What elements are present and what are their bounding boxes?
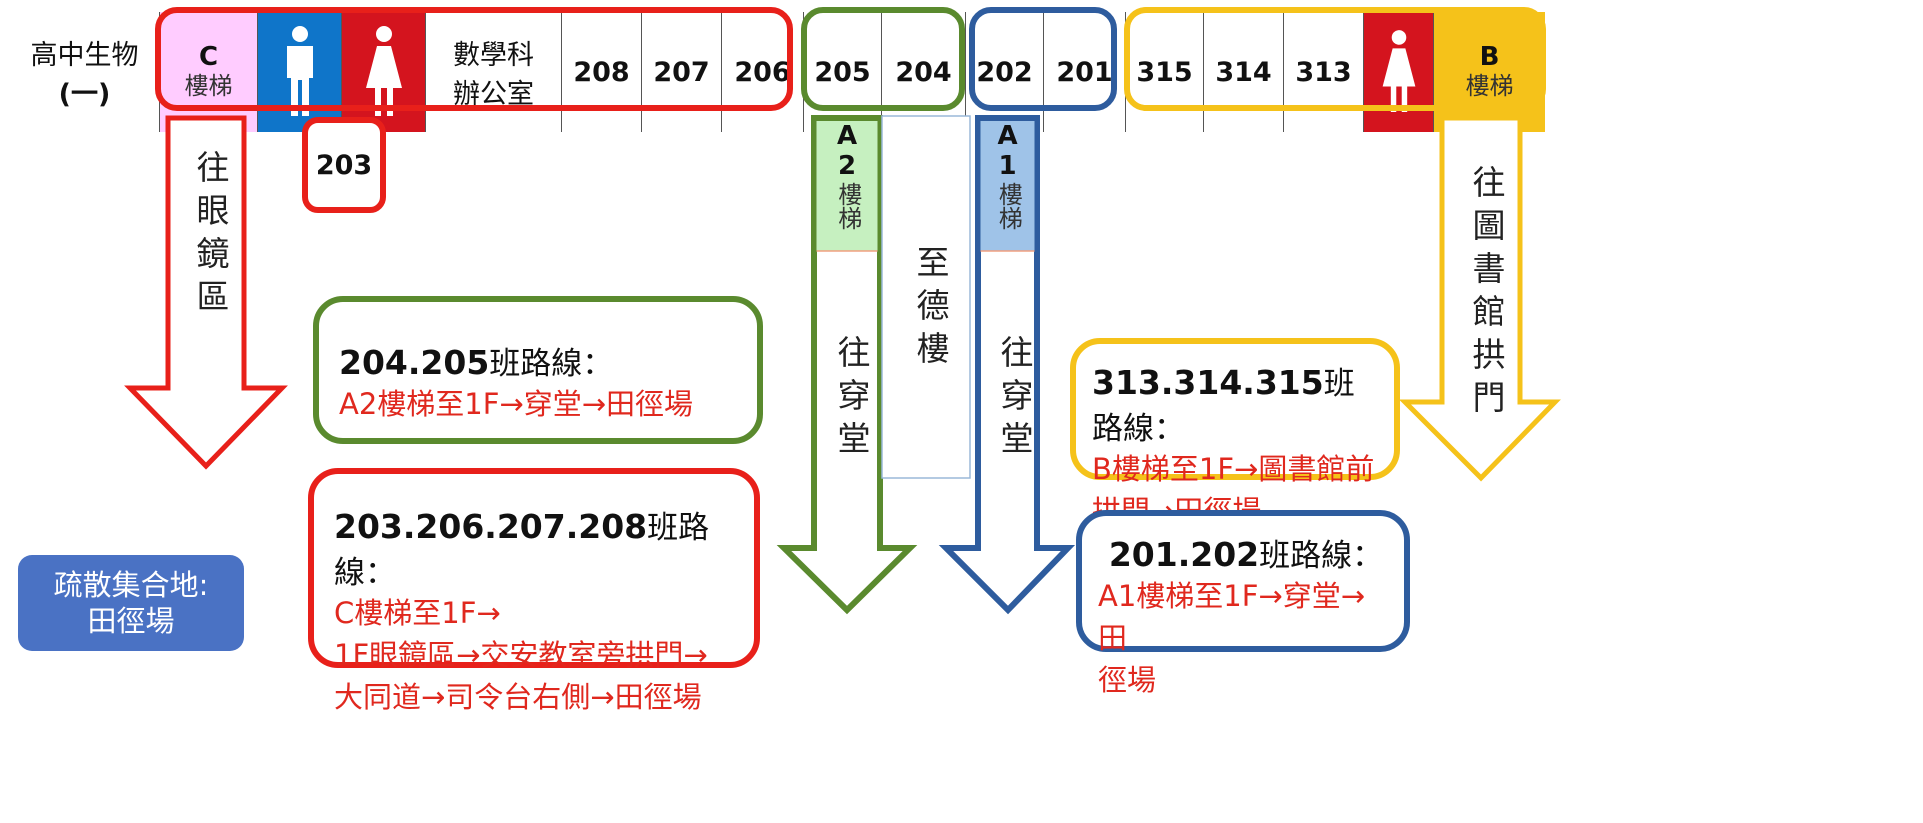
route-201-rooms: 201.202 [1108, 535, 1260, 574]
room-314-label: 314 [1215, 56, 1272, 88]
a2-stair-num: 2 [837, 150, 857, 181]
male-restroom-icon [286, 26, 313, 116]
biology-room: 高中生物 (一) [10, 12, 160, 132]
b-stair-text: 樓梯 [1465, 72, 1514, 101]
route-204-205-heading: 204.205班路線： [339, 338, 739, 383]
female-restroom-icon [1382, 30, 1415, 112]
room-207: 207 [642, 12, 722, 132]
a2-stair-block [816, 121, 878, 251]
glasses-arrow [124, 115, 288, 470]
a2-hall-text: 往穿堂 [832, 335, 871, 464]
b-group-outline [1124, 7, 1546, 111]
a1-hall-text: 往穿堂 [995, 335, 1034, 464]
room-202-label: 202 [976, 56, 1033, 88]
route-201-line1: A1樓梯至1F→穿堂→田 [1098, 579, 1366, 656]
room-205-label: 205 [814, 56, 871, 88]
route-203-heading: 203.206.207.208班路線： [334, 502, 740, 592]
room-204-label: 204 [895, 56, 952, 88]
route-204-205-line1: A2樓梯至1F→穿堂→田徑場 [339, 387, 694, 421]
c-group-outline [155, 7, 793, 111]
math-office-line2: 辦公室 [453, 79, 534, 110]
route-313-rooms: 313.314.315 [1092, 363, 1324, 402]
a1-stair-letter: A [997, 121, 1018, 151]
route-201-202: 201.202班路線： A1樓梯至1F→穿堂→田 徑場 [1076, 510, 1410, 697]
route-203-suffix: 班路線： [334, 510, 710, 591]
room-206-label: 206 [734, 56, 791, 88]
b-stair: B 樓梯 [1434, 12, 1545, 132]
female-restroom-icon [365, 26, 402, 116]
a1-stair-block [980, 121, 1035, 251]
room-204: 204 [882, 12, 966, 132]
library-arrow-text: 往圖書館拱門 [1467, 165, 1506, 423]
a1-stair-text: 樓梯 [994, 181, 1023, 230]
a2-stair-letter: A [836, 121, 858, 151]
room-208-label: 208 [573, 56, 630, 88]
a1-hall-arrow [938, 115, 1076, 615]
route-313-line1: B樓梯至1F→圖書館前 [1092, 452, 1375, 486]
room-205: 205 [804, 12, 882, 132]
a2-group-outline [801, 7, 965, 111]
room-313: 313 [1284, 12, 1364, 132]
room-313-label: 313 [1295, 56, 1352, 88]
route-204-205-suffix: 班路線： [489, 346, 614, 382]
route-313-heading: 313.314.315班路線： [1092, 358, 1384, 448]
route-201-suffix: 班路線： [1259, 538, 1384, 574]
library-arrow [1398, 115, 1561, 482]
c-stair-text: 樓梯 [184, 72, 233, 101]
zhide-text: 至德樓 [911, 245, 950, 374]
room-314: 314 [1204, 12, 1284, 132]
room-315: 315 [1126, 12, 1204, 132]
room-208: 208 [562, 12, 642, 132]
c-stair: C 樓梯 [160, 12, 258, 132]
restroom-female-b [1364, 12, 1434, 132]
a2-hall-arrow [776, 115, 918, 615]
route-203-line2: 1F眼鏡區→交安教室旁拱門→ [334, 638, 708, 673]
assembly-line1: 疏散集合地: [53, 567, 209, 602]
biology-room-line2: (一) [58, 79, 111, 110]
c-stair-letter: C [198, 42, 219, 73]
route-204-205-rooms: 204.205 [339, 343, 490, 382]
assembly-point: 疏散集合地: 田徑場 [18, 555, 244, 651]
room-203-box: 203 [302, 117, 386, 213]
route-204-205: 204.205班路線： A2樓梯至1F→穿堂→田徑場 [313, 296, 763, 444]
room-201-label: 201 [1056, 56, 1113, 88]
room-315-label: 315 [1136, 56, 1193, 88]
a1-stair-label: A 1 樓梯 [980, 121, 1035, 230]
route-201-heading: 201.202班路線： [1098, 530, 1394, 575]
route-203-line1: C樓梯至1F→ [334, 596, 501, 630]
assembly-line2: 田徑場 [87, 604, 175, 638]
route-203-rooms: 203.206.207.208 [334, 507, 648, 546]
restroom-male [258, 12, 342, 132]
math-office-line1: 數學科 [453, 40, 534, 71]
zhide-building [881, 115, 971, 479]
route-201-line2: 徑場 [1098, 663, 1157, 698]
b-stair-letter: B [1479, 42, 1500, 73]
a1-stair-num: 1 [998, 150, 1017, 181]
route-313-suffix: 班路線： [1092, 366, 1355, 447]
room-202: 202 [966, 12, 1044, 132]
room-207-label: 207 [653, 56, 710, 88]
biology-room-line1: 高中生物 [30, 40, 139, 71]
a2-stair-label: A 2 樓梯 [816, 121, 878, 230]
route-203-206-207-208: 203.206.207.208班路線： C樓梯至1F→ 1F眼鏡區→交安教室旁拱… [308, 468, 760, 714]
glasses-arrow-text: 往眼鏡區 [191, 150, 230, 322]
a1-group-outline [969, 7, 1117, 111]
a2-stair-text: 樓梯 [833, 181, 862, 230]
restroom-female [342, 12, 426, 132]
room-203-label: 203 [315, 149, 373, 181]
route-203-line3: 大同道→司令台右側→田徑場 [334, 680, 702, 715]
route-313-314-315: 313.314.315班路線： B樓梯至1F→圖書館前 拱門→田徑場 [1070, 338, 1400, 528]
math-office: 數學科 辦公室 [426, 12, 562, 132]
